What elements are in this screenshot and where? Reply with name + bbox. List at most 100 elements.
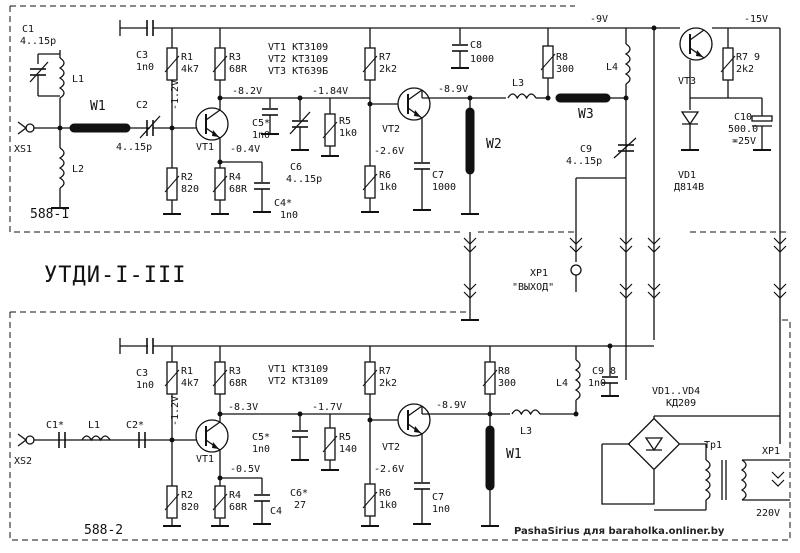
junction-dot <box>367 417 373 423</box>
c2-value: 4..15p <box>116 142 152 153</box>
bridge-diodes-label: VD1..VD4 <box>652 386 700 397</box>
r2-resistor-icon <box>164 167 180 201</box>
node-voltage: -1.84V <box>312 86 348 97</box>
r3-value: 68R <box>229 378 248 389</box>
r7-value: 2k2 <box>379 378 397 389</box>
xp1-output-label: "ВЫХОД" <box>512 282 554 293</box>
l1-label: L1 <box>88 420 100 431</box>
c1-trimmer-arrow <box>29 61 49 83</box>
r8-label: R8 <box>556 52 568 63</box>
junction-dot <box>217 159 223 165</box>
l2-coil-icon <box>59 147 65 189</box>
r3-resistor-icon <box>212 361 228 395</box>
c6-value: 4..15p <box>286 174 322 185</box>
r7-value: 2k2 <box>379 64 397 75</box>
r8-resistor-icon <box>482 361 498 395</box>
vd1-zener-icon <box>680 111 700 126</box>
r1-resistor-icon <box>164 47 180 81</box>
xs1-jack-icon <box>17 121 35 135</box>
junction-dot <box>217 411 223 417</box>
c10-voltage: ≖25V <box>732 136 756 147</box>
c10-value: 500.0 <box>728 124 758 135</box>
module1-name: 588-1 <box>30 207 69 222</box>
r6-resistor-icon <box>362 483 378 517</box>
r5-value: 1k0 <box>339 128 357 139</box>
w1-label: W1 <box>506 447 522 462</box>
transformer-primary-icon <box>705 459 711 501</box>
c9-value: 1n0 <box>588 378 606 389</box>
l4-label: L4 <box>606 62 618 73</box>
device-title: УТДИ-I-III <box>44 263 186 288</box>
r7-resistor-icon <box>362 47 378 81</box>
vt3-label: VT3 <box>678 76 696 87</box>
r2-value: 820 <box>181 184 199 195</box>
r1-resistor-icon <box>164 361 180 395</box>
r7-resistor-icon <box>362 361 378 395</box>
vt1-base-voltage: -1.2V <box>170 80 181 110</box>
vt2-transistor-icon <box>397 403 431 437</box>
bridge-diode-icon <box>644 437 664 452</box>
vt1-collector-voltage: -8.2V <box>232 86 262 97</box>
r79-label: R7 9 <box>736 52 760 63</box>
c3-value: 1n0 <box>136 380 154 391</box>
c9-value: 4..15p <box>566 156 602 167</box>
transformer-label: Тр1 <box>704 440 722 451</box>
xp1-label: XP1 <box>530 268 548 279</box>
junction-dot <box>217 475 223 481</box>
c3-label: C3 <box>136 368 148 379</box>
l1-coil-icon <box>59 57 65 99</box>
r7-label: R7 <box>379 366 391 377</box>
r1-value: 4k7 <box>181 64 199 75</box>
r2-value: 820 <box>181 502 199 513</box>
xs1-label: XS1 <box>14 144 32 155</box>
c10-capacitor-icon <box>751 115 773 122</box>
xp1-mains-label: XP1 <box>762 446 780 457</box>
c6-trimmer-arrow <box>289 111 311 135</box>
supply-9v-label: -9V <box>590 14 608 25</box>
r8-value: 300 <box>498 378 516 389</box>
c6-value: 27 <box>294 500 306 511</box>
transistor-list-1: VT1 KT3109 <box>268 42 328 53</box>
c3-value: 1n0 <box>136 62 154 73</box>
l3-coil-icon <box>507 93 537 99</box>
r5-value: 140 <box>339 444 357 455</box>
mains-plug-icon <box>771 471 785 487</box>
r3-value: 68R <box>229 64 248 75</box>
c8-value: 1000 <box>470 54 494 65</box>
bridge-diodes-type: КД209 <box>666 398 696 409</box>
l4-coil-icon <box>625 43 631 85</box>
c1-capacitor-icon <box>29 68 47 76</box>
transistor-list-2: VT2 KT3109 <box>268 376 328 387</box>
vt1-collector-voltage: -8.3V <box>228 402 258 413</box>
vt2-collector-voltage: -8.9V <box>436 400 466 411</box>
junction-dot <box>367 101 373 107</box>
transistor-list-3: VT3 KT639Б <box>268 66 328 77</box>
r3-resistor-icon <box>212 47 228 81</box>
vt2-collector-voltage: -8.9V <box>438 84 468 95</box>
vd1-type: Д814В <box>674 182 704 193</box>
junction-dot <box>607 343 613 349</box>
c4-value: 1n0 <box>280 210 298 221</box>
c5-value: 1n0 <box>252 130 270 141</box>
transistor-list-2: VT2 KT3109 <box>268 54 328 65</box>
c2-label: C2* <box>126 420 144 431</box>
r8-resistor-icon <box>540 45 556 79</box>
w3-label: W3 <box>578 107 594 122</box>
xp1-output-jack-icon <box>570 264 582 276</box>
vt1-emitter-voltage: -0.5V <box>230 464 260 475</box>
c5-capacitor-icon <box>261 108 279 116</box>
vt2-label: VT2 <box>382 442 400 453</box>
c7-label: C7 <box>432 170 444 181</box>
l4-label: L4 <box>556 378 568 389</box>
r6-label: R6 <box>379 488 391 499</box>
r5-resistor-icon <box>322 427 338 461</box>
r4-resistor-icon <box>212 167 228 201</box>
r6-value: 1k0 <box>379 182 397 193</box>
l3-label: L3 <box>520 426 532 437</box>
r4-resistor-icon <box>212 485 228 519</box>
r4-label: R4 <box>229 490 241 501</box>
junction-dot <box>623 95 629 101</box>
c7-value: 1000 <box>432 182 456 193</box>
vt3-transistor-icon <box>679 27 713 61</box>
c2-trimmer-arrow <box>139 115 161 139</box>
